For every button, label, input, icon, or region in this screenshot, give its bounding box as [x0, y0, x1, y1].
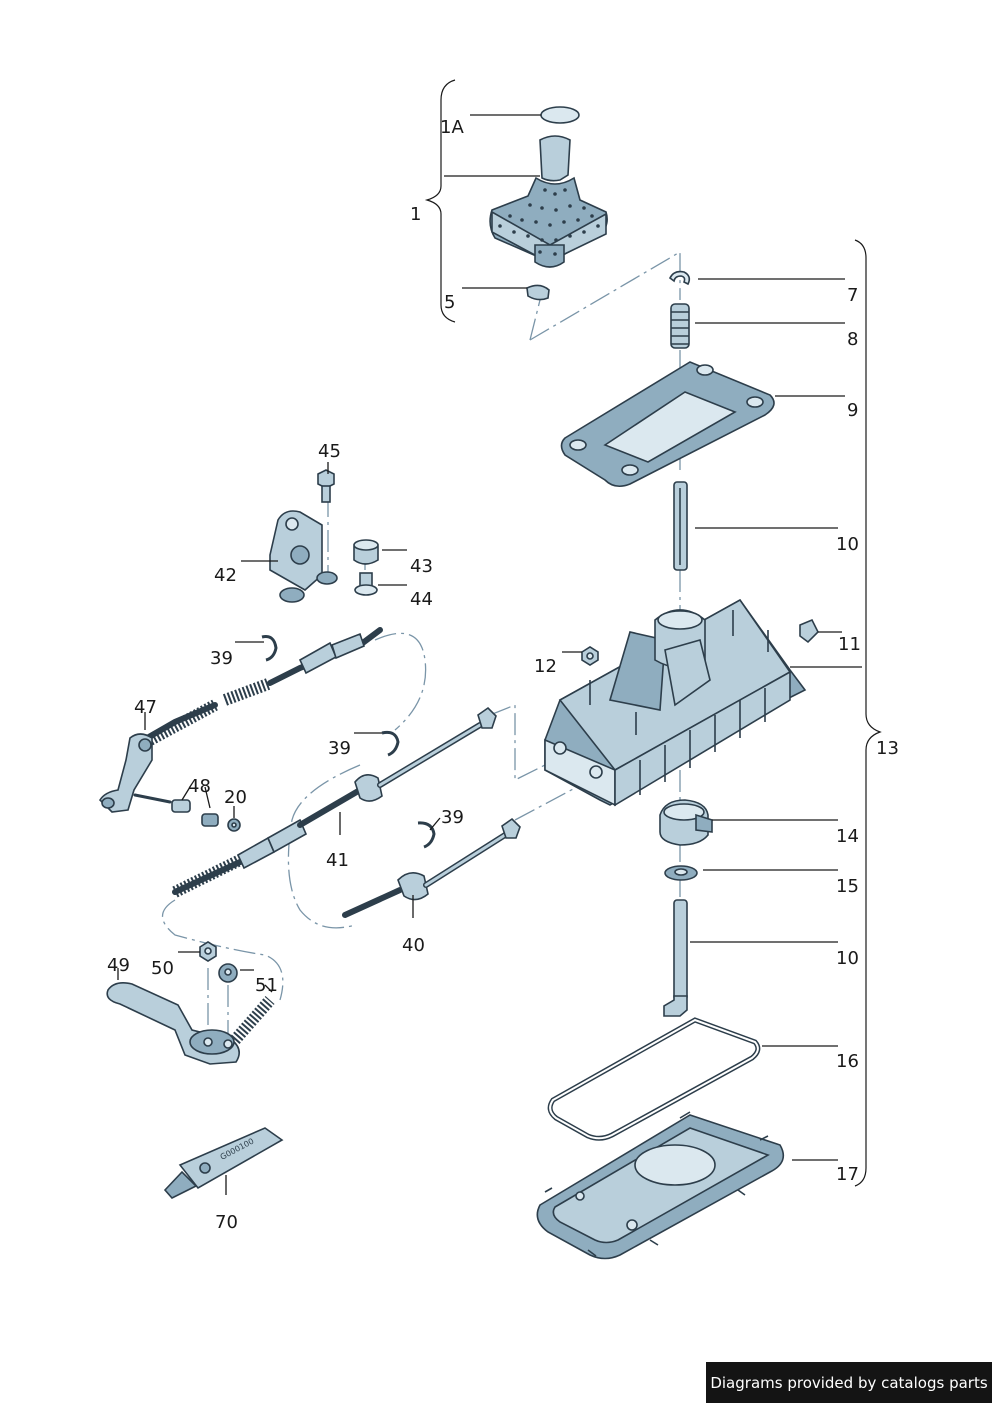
- part-39-circlip-b: [381, 730, 400, 757]
- part-41-shift-cable: [172, 706, 497, 898]
- label-1: 1: [410, 204, 421, 225]
- part-11-clip: [799, 618, 819, 644]
- label-12: 12: [534, 656, 557, 677]
- part-5-clamp: [526, 284, 550, 301]
- label-42: 42: [214, 565, 237, 586]
- part-50-nut: [199, 941, 217, 962]
- part-13-shift-housing: [544, 598, 807, 807]
- brace-group-1: [424, 79, 456, 323]
- label-10-upper: 10: [836, 534, 859, 555]
- part-10-shift-rod-upper: [673, 481, 688, 571]
- label-48: 48: [188, 776, 211, 797]
- part-12-nut: [581, 646, 599, 666]
- label-15: 15: [836, 876, 859, 897]
- footer-credit-text: Diagrams provided by catalogs parts: [710, 1373, 988, 1392]
- label-47: 47: [134, 697, 157, 718]
- label-13: 13: [876, 738, 899, 759]
- part-44-spacer-sleeve: [354, 572, 378, 596]
- label-9: 9: [847, 400, 858, 421]
- part-70-grease-tube: G000100: [163, 1127, 284, 1199]
- label-16: 16: [836, 1051, 859, 1072]
- part-10-shift-rod-lower: [663, 899, 688, 1017]
- part-17-base-plate: [536, 1111, 785, 1260]
- leader-lines: [117, 114, 862, 1195]
- label-17: 17: [836, 1164, 859, 1185]
- label-45: 45: [318, 441, 341, 462]
- part-47-selector-cable: [98, 627, 383, 813]
- part-48-pin: [171, 799, 219, 827]
- part-16-seal: [547, 1017, 761, 1141]
- part-14-bearing-bush: [659, 799, 713, 846]
- part-49-gearbox-lever: [106, 982, 275, 1065]
- part-40-selector-cable: [342, 817, 521, 918]
- label-49: 49: [107, 955, 130, 976]
- label-7: 7: [847, 285, 858, 306]
- axis-lines: [161, 250, 681, 1040]
- label-11: 11: [838, 634, 861, 655]
- part-20-locking-washer: [227, 818, 241, 832]
- label-40: 40: [402, 935, 425, 956]
- part-1a-cap: [540, 106, 580, 124]
- label-50: 50: [151, 958, 174, 979]
- part-42-bracket: [269, 510, 338, 603]
- label-44: 44: [410, 589, 433, 610]
- label-10-lower: 10: [836, 948, 859, 969]
- label-20: 20: [224, 787, 247, 808]
- label-5: 5: [444, 292, 455, 313]
- part-45-bolt: [317, 469, 335, 503]
- label-39-c: 39: [441, 807, 464, 828]
- part-7-circlip: [668, 270, 691, 286]
- part-39-circlip-a: [261, 635, 278, 662]
- part-8-spring: [670, 303, 690, 349]
- label-1a: 1A: [440, 117, 464, 138]
- diagram-credit-footer: Diagrams provided by catalogs parts: [706, 1362, 992, 1403]
- label-51: 51: [255, 975, 278, 996]
- part-15-washer: [664, 865, 698, 881]
- part-labels: 1A 1 5 7 8 9 10 11 12 13 14 15 10 16 17 …: [107, 117, 899, 1233]
- label-14: 14: [836, 826, 859, 847]
- label-43: 43: [410, 556, 433, 577]
- label-39-b: 39: [328, 738, 351, 759]
- part-1-gear-knob: [489, 135, 608, 268]
- brace-group-13: [854, 239, 882, 1187]
- part-9-gasket: [560, 361, 775, 488]
- part-39-circlip-c: [417, 821, 436, 849]
- part-51-ball-joint: [218, 963, 238, 983]
- label-41: 41: [326, 850, 349, 871]
- part-43-rubber-bush: [353, 539, 379, 565]
- label-39-a: 39: [210, 648, 233, 669]
- label-70: 70: [215, 1212, 238, 1233]
- label-8: 8: [847, 329, 858, 350]
